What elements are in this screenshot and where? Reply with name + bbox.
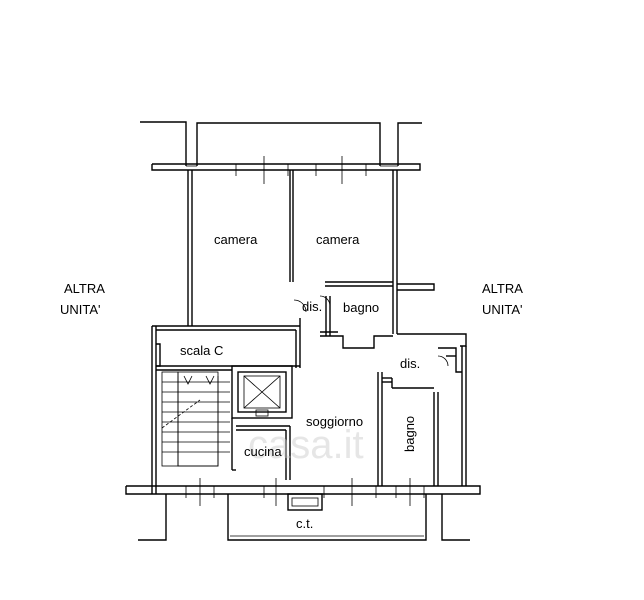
room-label-scala: scala C [180,343,223,358]
room-label-dis-2: dis. [400,356,420,371]
top-exterior-wall [151,156,421,184]
ct-box [287,493,323,511]
room-label-bagno-2: bagno [402,416,417,452]
scala-block [151,318,301,494]
neighbor-right-line2: UNITA' [482,302,523,317]
neighbor-left-line2: UNITA' [60,302,101,317]
room-label-soggiorno: soggiorno [306,414,363,429]
room-label-cucina: cucina [244,444,282,459]
upper-partitions [187,170,435,349]
stair-treads [162,381,230,453]
room-label-dis-1: dis. [302,299,322,314]
room-label-camera-2: camera [316,232,360,247]
watermark: casa.it [248,423,364,467]
room-label-ct: c.t. [296,516,313,531]
bottom-exterior-wall [125,478,481,506]
upper-balcony [140,121,422,167]
door-swings [293,295,449,367]
room-label-camera-1: camera [214,232,258,247]
neighbor-right-line1: ALTRA [482,281,523,296]
elevator [231,365,293,470]
lower-partitions [232,333,467,486]
room-label-bagno-1: bagno [343,300,379,315]
neighbor-left-line1: ALTRA [64,281,105,296]
lower-balcony [138,494,470,541]
